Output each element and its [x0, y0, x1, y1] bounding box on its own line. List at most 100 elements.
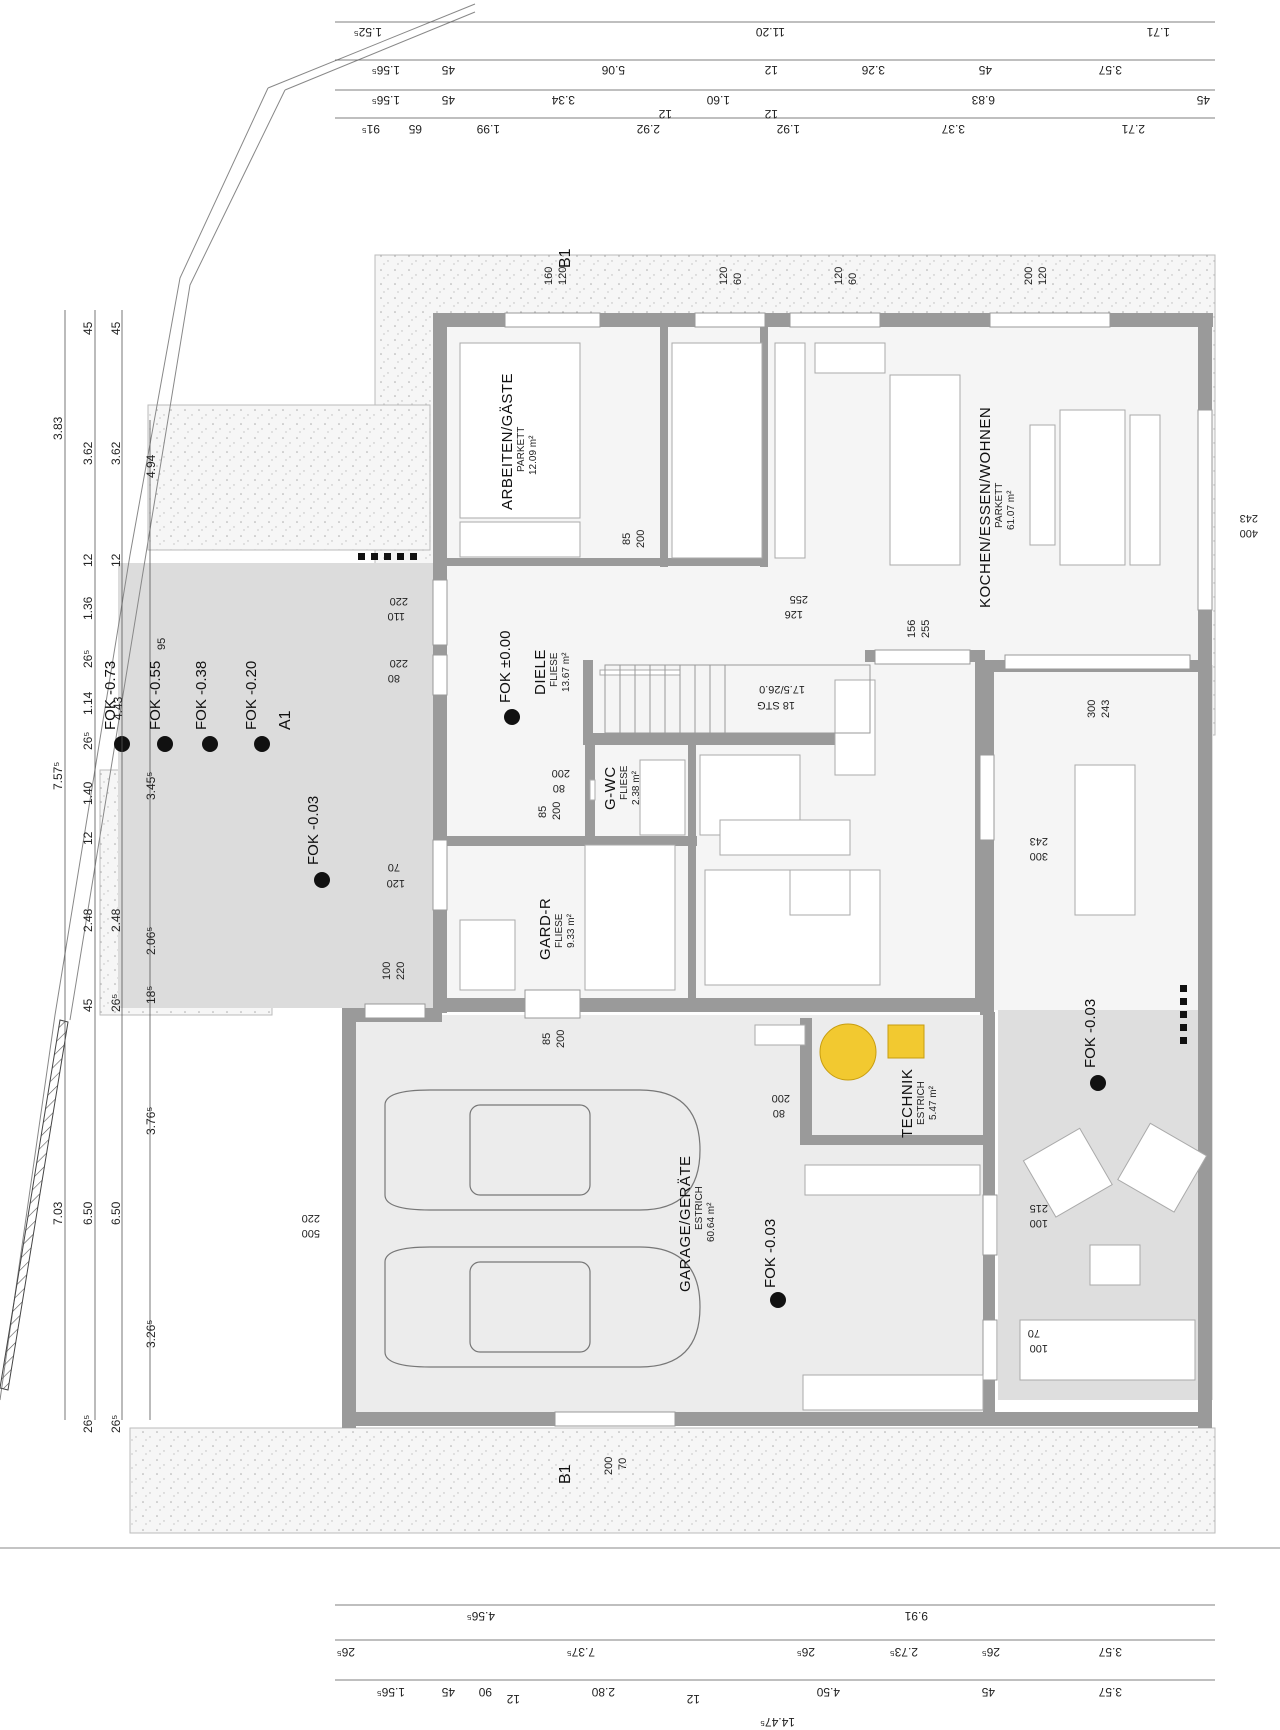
tank-icon — [887, 1024, 925, 1059]
op-right3-a: 243 — [1030, 835, 1048, 847]
dimension-lines — [64, 21, 1215, 1681]
op-gwc2-a: 85 — [537, 806, 549, 818]
op-bottomwin-a: 200 — [603, 1457, 615, 1475]
dim-bot-r3-1: 45 — [441, 1685, 455, 1699]
dim-top-r3-0: 1.56⁵ — [372, 93, 400, 107]
dim-top-r3-2: 3.34 — [551, 93, 575, 107]
section-a1: A1 — [277, 710, 294, 730]
property-line-2 — [69, 89, 286, 1021]
fok-000: FOK ±0.00 — [497, 631, 514, 703]
furniture — [459, 342, 1208, 1411]
op-kochen2-a: 156 — [906, 620, 918, 638]
room-technik-name: TECHNIK — [899, 1069, 916, 1138]
section-markers: B1 B1 A1 — [277, 248, 574, 1484]
dim-left-c2-9: 2.48 — [81, 908, 95, 932]
op-gwc-b: 80 — [553, 782, 565, 794]
dim-left-c4-2: 3.45⁵ — [144, 772, 158, 800]
op-diele2-a: 220 — [390, 657, 408, 669]
fok-038: FOK -0.38 — [193, 661, 210, 730]
dim-top-r2-6: 3.57 — [1098, 63, 1122, 77]
op-kochen1-a: 255 — [790, 593, 808, 605]
windows — [364, 312, 1213, 1427]
dim-left-c1-2: 7.03 — [51, 1201, 65, 1225]
fok055-note: 95 — [156, 638, 168, 650]
dim-top-r2-0: 1.56⁵ — [372, 63, 400, 77]
op-top3-a: 120 — [833, 267, 845, 285]
dim-left-c3-5: 6.50 — [109, 1201, 123, 1225]
op-gard-b: 120 — [387, 877, 405, 889]
fok-073: FOK -0.73 — [102, 661, 119, 730]
op-garage-a: 85 — [541, 1033, 553, 1045]
room-gwc-area: 2.38 m² — [631, 770, 642, 805]
op-gate-b: 500 — [302, 1227, 320, 1239]
room-garage-area: 60.64 m² — [706, 1202, 717, 1242]
dim-bot-r2-0: 26⁵ — [337, 1645, 355, 1659]
op-right2-b: 243 — [1100, 700, 1112, 718]
fok-055: FOK -0.55 — [147, 661, 164, 730]
dim-left-c4-3: 2.06⁵ — [144, 927, 158, 955]
room-arbeiten-area: 12.09 m² — [528, 435, 539, 475]
dim-bot-r3-7: 45 — [981, 1685, 995, 1699]
op-terrace2-b: 100 — [1030, 1342, 1048, 1354]
op-top2-a: 120 — [718, 267, 730, 285]
room-arbeiten-floor: PARKETT — [516, 427, 527, 472]
dim-top-r4-4: 1.92 — [776, 122, 800, 136]
dim-left-c4-4: 18⁵ — [144, 986, 158, 1004]
level-markers — [114, 709, 1106, 1308]
dim-bot-r3-5: 12 — [686, 1692, 700, 1706]
dim-left-c2-12: 26⁵ — [81, 1415, 95, 1433]
op-technik-b: 80 — [773, 1107, 785, 1119]
op-terrace1-b: 100 — [1030, 1217, 1048, 1229]
dim-left-c2-6: 26⁵ — [81, 732, 95, 750]
dim-top-r2-2: 5.06 — [601, 63, 625, 77]
garage-floor — [345, 1015, 985, 1425]
op-top1-a: 160 — [543, 267, 555, 285]
dim-left-c2-7: 1.40 — [81, 781, 95, 805]
dims-left: 3.83 7.57⁵ 7.03 45 3.62 12 1.36 26⁵ 1.14… — [51, 321, 158, 1433]
heat-pump-icon — [819, 1023, 877, 1081]
dim-left-c2-0: 45 — [81, 321, 95, 335]
dim-top-r4-0: 91⁵ — [362, 122, 380, 136]
dim-top-r2-3: 12 — [764, 63, 778, 77]
dim-left-c3-3: 2.48 — [109, 908, 123, 932]
dim-top-r1-2: 1.71 — [1146, 25, 1170, 39]
dim-bot-r2-4: 26⁵ — [982, 1645, 1000, 1659]
dim-bot-r3-3: 12 — [506, 1692, 520, 1706]
room-diele-area: 13.67 m² — [561, 652, 572, 692]
dim-left-c1-1: 7.57⁵ — [51, 762, 65, 790]
op-gardext-b: 220 — [395, 962, 407, 980]
op-top2-b: 60 — [732, 273, 744, 285]
dims-top: 1.52⁵ 11.20 1.71 1.56⁵ 45 5.06 12 3.26 4… — [354, 25, 1210, 136]
op-gwc-a: 200 — [552, 767, 570, 779]
dim-bot-r3-4: 2.80 — [591, 1685, 615, 1699]
dim-left-c3-2: 12 — [109, 553, 123, 567]
op-gardext-a: 100 — [381, 962, 393, 980]
dim-left-c1-0: 3.83 — [51, 416, 65, 440]
dim-top-r4-6: 2.71 — [1121, 122, 1145, 136]
room-gwc-name: G-WC — [602, 766, 619, 810]
dim-left-c4-5: 3.76⁵ — [144, 1107, 158, 1135]
room-garderobe-area: 9.33 m² — [566, 913, 577, 948]
car-upper — [384, 1089, 701, 1211]
dim-top-r2-4: 3.26 — [861, 63, 885, 77]
dim-left-c4-1: 4.43 — [111, 696, 125, 720]
opening-dims: 160 120 120 60 120 60 200 120 220 110 22… — [302, 267, 1258, 1475]
property-top — [267, 3, 476, 89]
dim-bot-r2-5: 3.57 — [1098, 1645, 1122, 1659]
dim-left-c2-10: 45 — [81, 998, 95, 1012]
room-labels: ARBEITEN/GÄSTE PARKETT 12.09 m² KOCHEN/E… — [499, 373, 1017, 1292]
op-kochen2-b: 255 — [920, 620, 932, 638]
section-b1-bottom: B1 — [557, 1464, 574, 1484]
op-terrace1-a: 215 — [1030, 1202, 1048, 1214]
dim-top-r3-6: 6.83 — [971, 93, 995, 107]
dim-bot-r2-3: 2.73⁵ — [890, 1645, 918, 1659]
dim-left-c2-4: 26⁵ — [81, 650, 95, 668]
op-right3-b: 300 — [1030, 850, 1048, 862]
dim-left-c3-0: 45 — [109, 321, 123, 335]
room-garage-name: GARAGE/GERÄTE — [677, 1155, 694, 1292]
dim-left-c2-3: 1.36 — [81, 596, 95, 620]
room-technik-floor: ESTRICH — [916, 1081, 927, 1125]
op-arbeiten-b: 200 — [635, 530, 647, 548]
dim-top-r2-1: 45 — [441, 63, 455, 77]
